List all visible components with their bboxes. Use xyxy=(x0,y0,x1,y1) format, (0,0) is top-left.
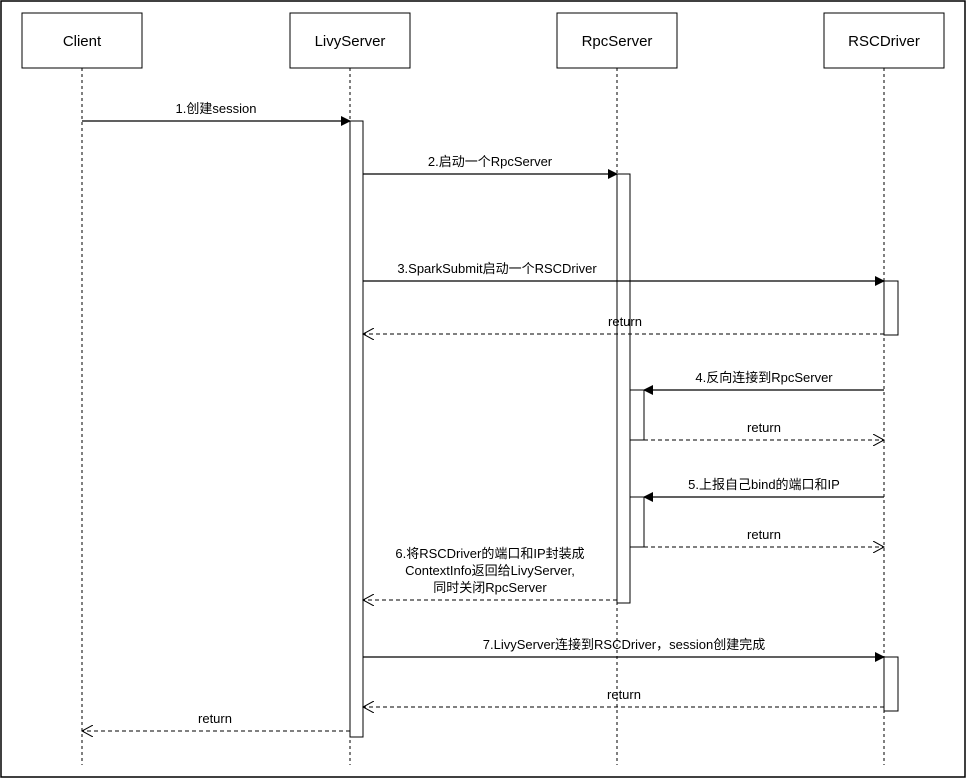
participant-box-client xyxy=(21,12,143,69)
return-label-report-bind: return xyxy=(747,527,781,542)
message-label-context-info-line2: ContextInfo返回给LivyServer, xyxy=(405,563,575,578)
participant-label-client: Client xyxy=(63,33,102,50)
activation-rpcserver xyxy=(616,173,631,604)
message-label-context-info-line1: 6.将RSCDriver的端口和IP封装成 xyxy=(395,546,584,561)
activation-rpcserver-report xyxy=(629,496,645,548)
activation-livyserver xyxy=(349,120,364,738)
message-label-spark-submit: 3.SparkSubmit启动一个RSCDriver xyxy=(397,261,597,276)
participant-box-rpcserver xyxy=(556,12,678,69)
participant-label-livyserver: LivyServer xyxy=(315,33,386,50)
activation-rscdriver-connect xyxy=(883,656,899,712)
participant-label-rscdriver: RSCDriver xyxy=(848,33,920,50)
participant-box-rscdriver xyxy=(823,12,945,69)
return-label-livy-connect: return xyxy=(607,687,641,702)
message-label-context-info-line3: 同时关闭RpcServer xyxy=(433,580,547,595)
return-label-spark-submit: return xyxy=(608,314,642,329)
activation-rscdriver-submit xyxy=(883,280,899,336)
participant-box-livyserver xyxy=(289,12,411,69)
message-label-create-session: 1.创建session xyxy=(176,101,257,116)
return-label-client: return xyxy=(198,711,232,726)
participant-label-rpcserver: RpcServer xyxy=(582,33,653,50)
message-label-report-bind: 5.上报自己bind的端口和IP xyxy=(688,477,840,492)
message-label-start-rpcserver: 2.启动一个RpcServer xyxy=(428,154,553,169)
return-label-reverse-connect: return xyxy=(747,420,781,435)
activation-rpcserver-connect xyxy=(629,389,645,441)
message-label-livy-connect: 7.LivyServer连接到RSCDriver，session创建完成 xyxy=(483,637,765,652)
message-label-reverse-connect: 4.反向连接到RpcServer xyxy=(695,370,833,385)
